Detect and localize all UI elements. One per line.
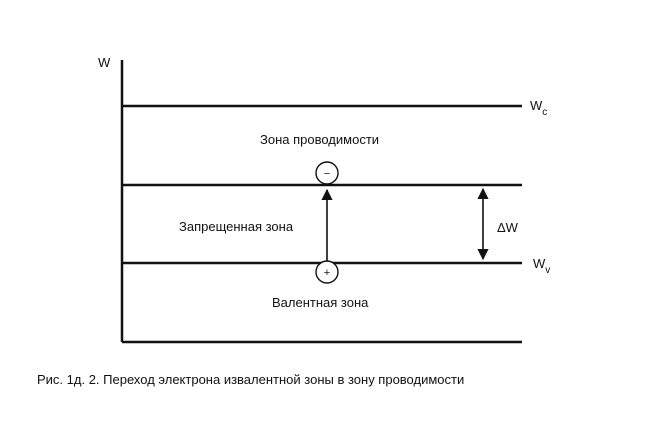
hole-symbol: + [324, 267, 330, 279]
wc-label: Wc [530, 98, 547, 118]
electron-circle [315, 161, 339, 185]
hole-circle [315, 260, 339, 284]
electron-symbol: − [324, 168, 330, 180]
wv-label: Wv [533, 256, 550, 276]
figure-caption: Рис. 1д. 2. Переход электрона извалентно… [37, 372, 465, 387]
energy-axis-label: W [98, 55, 111, 70]
band-gap-label: ΔW [497, 220, 519, 235]
forbidden-zone-label: Запрещенная зона [179, 219, 294, 234]
valence-zone-label: Валентная зона [272, 295, 369, 310]
conduction-zone-label: Зона проводимости [260, 132, 379, 147]
